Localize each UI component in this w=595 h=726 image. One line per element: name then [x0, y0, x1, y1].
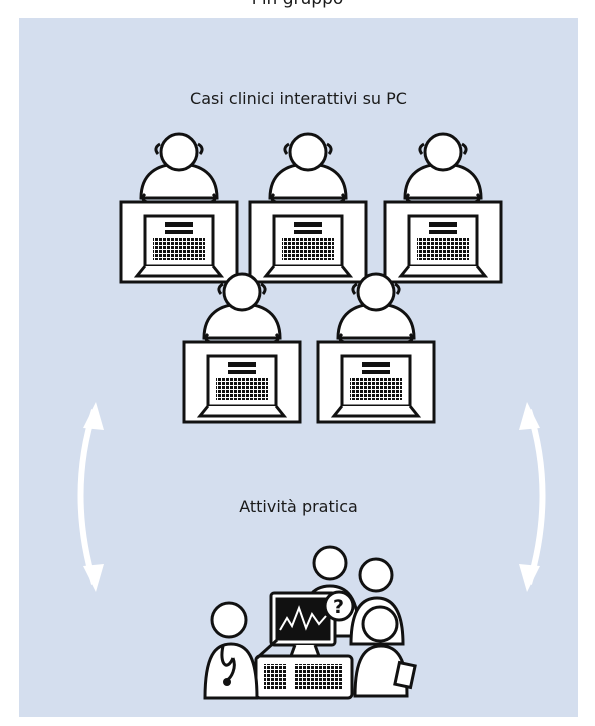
diagram-panel: Casi clinici interattivi su PC Attività … [19, 18, 578, 717]
workstation-icon-3 [383, 132, 503, 284]
workstation-icon-2 [248, 132, 368, 284]
cycle-arrow-right-icon [519, 402, 546, 592]
interactive-cases-label: Casi clinici interattivi su PC [190, 89, 407, 108]
svg-text:?: ? [333, 596, 344, 618]
page-header-text: i in gruppo [0, 0, 595, 9]
practical-activity-label: Attività pratica [239, 497, 358, 516]
clinicians-with-monitor-icon: ? [203, 545, 417, 700]
workstation-icon-5 [316, 272, 436, 424]
workstation-icon-1 [119, 132, 239, 284]
cycle-arrow-left-icon [77, 402, 104, 592]
diagram-canvas: ? [77, 132, 546, 700]
workstation-icon-4 [182, 272, 302, 424]
